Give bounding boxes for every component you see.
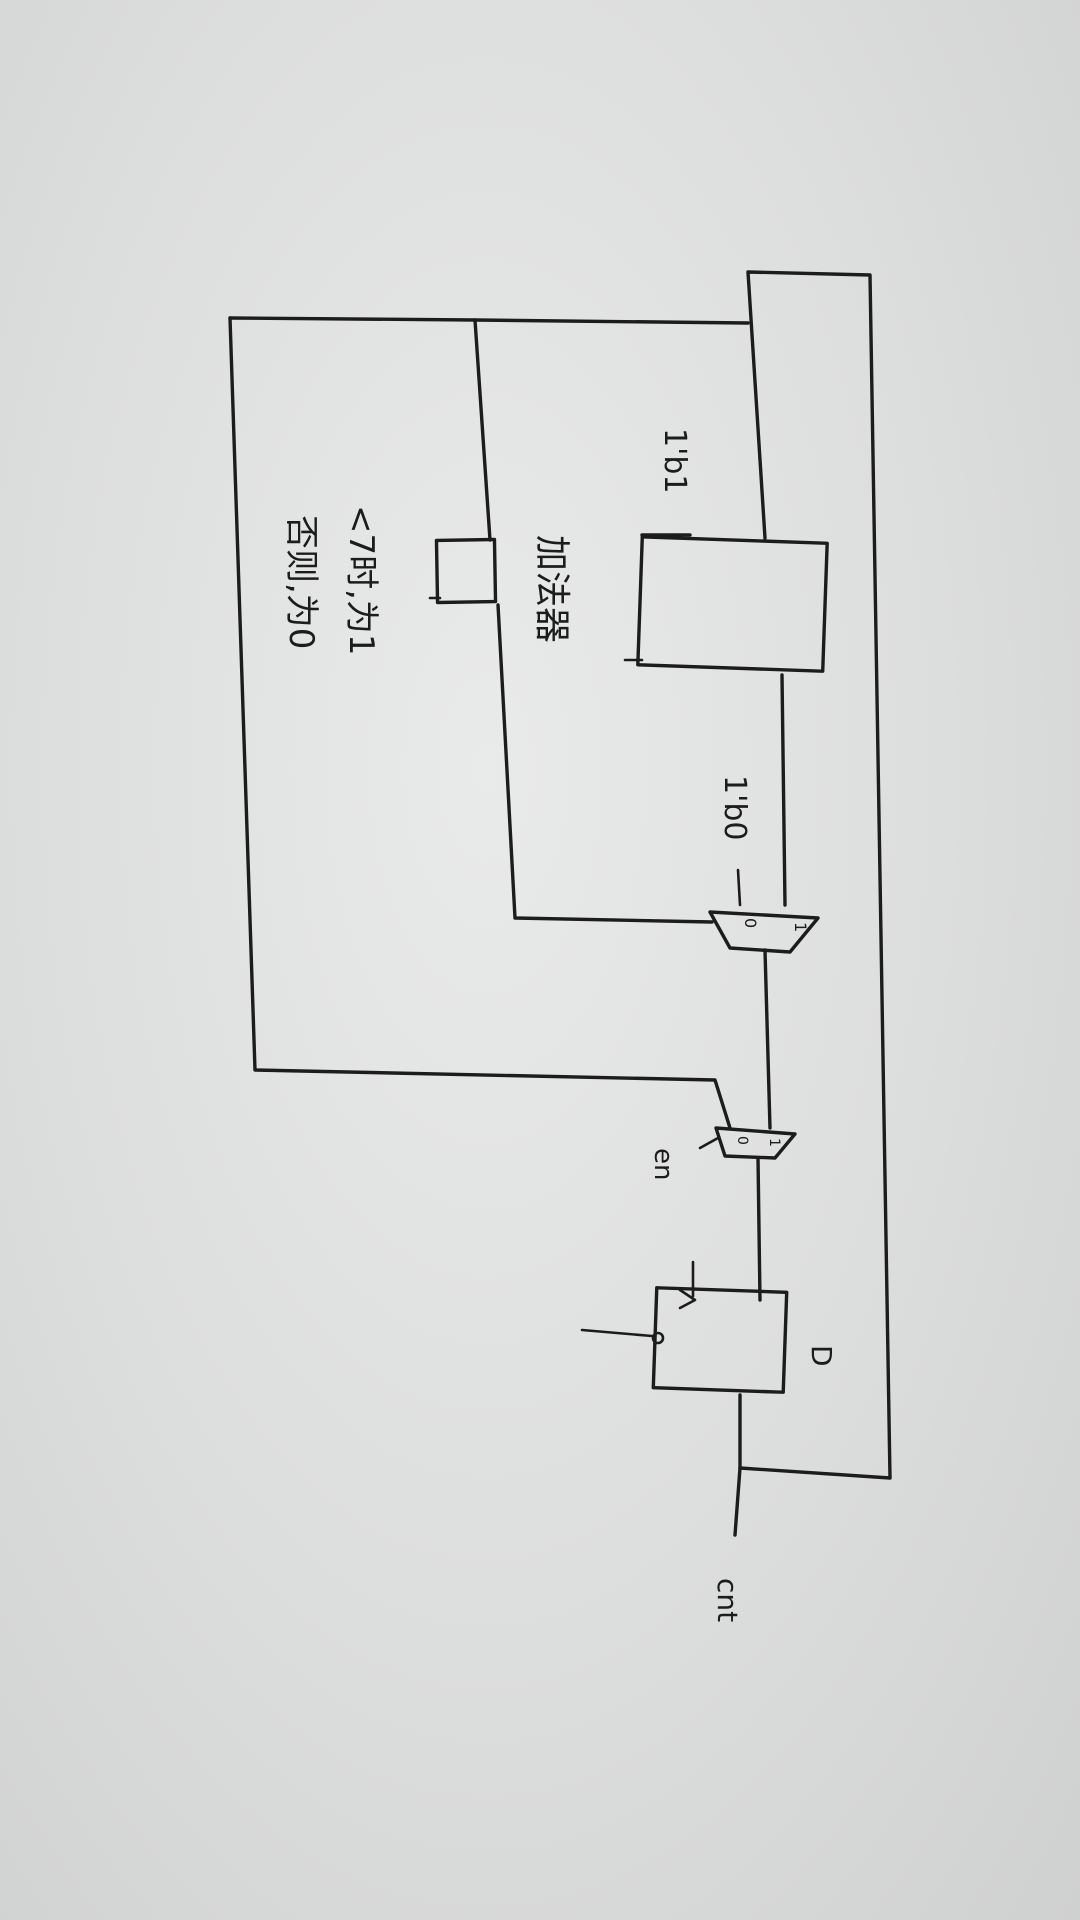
upper-block xyxy=(636,535,829,673)
enable-label: en xyxy=(648,1148,678,1180)
mux1-to-mux2-wire xyxy=(763,948,772,1130)
compare-else-label: 否则,为0 xyxy=(281,515,321,649)
output-wire xyxy=(733,1393,742,1537)
adder-box xyxy=(434,537,498,605)
mux2 xyxy=(714,1126,797,1160)
mux1 xyxy=(708,910,820,954)
comparator-wire xyxy=(228,316,732,1130)
dff-label: D xyxy=(805,1345,838,1367)
const-zero-label: 1'b0 xyxy=(717,775,752,840)
output-label: cnt xyxy=(711,1578,744,1622)
adder-label: 加法器 xyxy=(531,535,572,643)
mux2-in1-label: 1 xyxy=(766,1138,782,1147)
dff-box xyxy=(651,1286,789,1394)
block-to-mux1-wire xyxy=(780,673,787,907)
dff-reset-wire xyxy=(580,1328,654,1338)
mux1-in1-label: 1 xyxy=(791,922,810,932)
mux2-in0-label: 0 xyxy=(734,1136,750,1145)
enable-wire xyxy=(698,1136,720,1150)
top-bus-wire xyxy=(228,316,750,325)
compare-condition-label: <7时,为1 xyxy=(341,505,381,656)
const-zero-wire xyxy=(736,868,742,907)
const-one-label: 1'b1 xyxy=(657,428,692,493)
dff-reset-bubble xyxy=(651,1331,665,1345)
mux1-in0-label: 0 xyxy=(741,918,760,928)
feedback-wire-outer xyxy=(738,270,892,1480)
mux2-to-dff-wire xyxy=(756,1156,762,1302)
dff-clock-triangle xyxy=(678,1288,697,1310)
adder-output-wire xyxy=(496,603,714,924)
adder-input-wire xyxy=(473,318,492,542)
